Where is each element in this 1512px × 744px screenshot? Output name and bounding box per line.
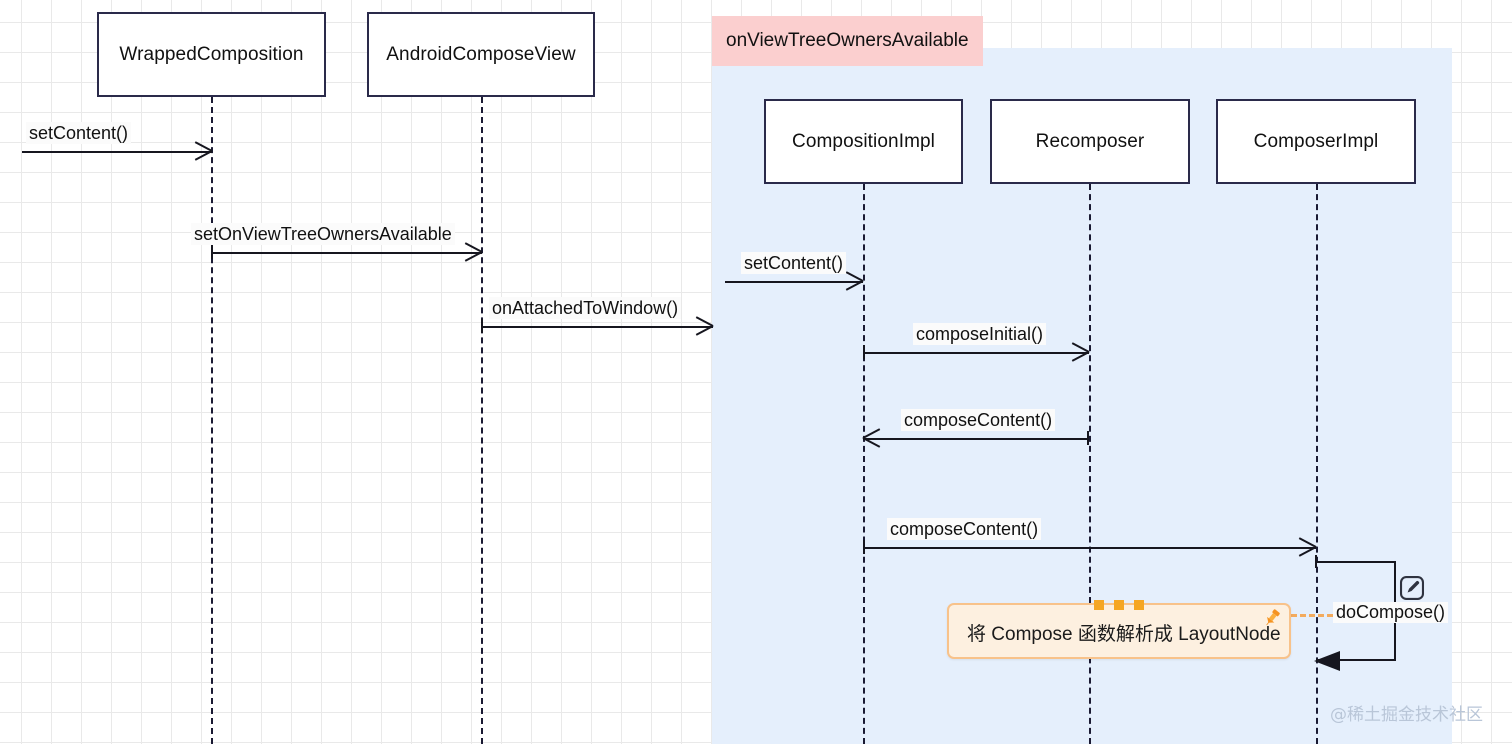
message-line bbox=[22, 151, 212, 153]
note-connector-line bbox=[1291, 614, 1333, 617]
arrowhead-left-icon bbox=[861, 426, 885, 450]
note-dot bbox=[1114, 600, 1124, 610]
message-label: setContent() bbox=[741, 252, 847, 274]
lifeline-android-compose-view[interactable] bbox=[481, 97, 483, 744]
arrowhead-right-icon bbox=[190, 139, 214, 163]
annotation-note[interactable]: 将 Compose 函数解析成 LayoutNode bbox=[947, 600, 1291, 659]
message-label: onAttachedToWindow() bbox=[489, 297, 682, 319]
arrowhead-solid-left-icon bbox=[1314, 651, 1340, 671]
selfcall-bottom-segment bbox=[1316, 659, 1396, 661]
message-label: composeContent() bbox=[901, 409, 1056, 431]
participant-wrapped-composition[interactable]: WrappedComposition bbox=[97, 12, 326, 97]
message-line bbox=[725, 281, 863, 283]
message-source-tick bbox=[1087, 431, 1089, 445]
arrowhead-right-icon bbox=[691, 314, 715, 338]
watermark: @稀土掘金技术社区 bbox=[1330, 705, 1483, 725]
message-line bbox=[863, 438, 1089, 440]
note-text: 将 Compose 函数解析成 LayoutNode bbox=[967, 623, 1281, 645]
fragment-label[interactable]: onViewTreeOwnersAvailable bbox=[712, 16, 983, 66]
message-source-tick bbox=[211, 245, 213, 259]
lifeline-composition-impl[interactable] bbox=[863, 184, 865, 744]
participant-android-compose-view[interactable]: AndroidComposeView bbox=[367, 12, 595, 97]
participant-label: AndroidComposeView bbox=[386, 43, 576, 65]
selfcall-top-segment bbox=[1316, 561, 1396, 563]
message-line bbox=[863, 547, 1316, 549]
message-label: composeInitial() bbox=[913, 323, 1047, 345]
participant-label: ComposerImpl bbox=[1253, 130, 1379, 152]
edit-pencil-icon[interactable] bbox=[1398, 574, 1426, 602]
message-label: setOnViewTreeOwnersAvailable bbox=[191, 223, 455, 245]
lifeline-recomposer[interactable] bbox=[1089, 184, 1091, 744]
message-line bbox=[481, 326, 713, 328]
pushpin-icon[interactable] bbox=[1261, 607, 1283, 629]
note-handle-dots[interactable] bbox=[1094, 600, 1144, 610]
message-label-docompose: doCompose() bbox=[1333, 602, 1449, 623]
participant-composition-impl[interactable]: CompositionImpl bbox=[764, 99, 963, 184]
participant-label: Recomposer bbox=[1035, 130, 1145, 152]
note-dot bbox=[1094, 600, 1104, 610]
message-line bbox=[863, 352, 1089, 354]
message-source-tick bbox=[863, 540, 865, 554]
arrowhead-right-icon bbox=[1067, 340, 1091, 364]
note-dot bbox=[1134, 600, 1144, 610]
arrowhead-right-icon bbox=[460, 240, 484, 264]
message-source-tick bbox=[481, 319, 483, 333]
lifeline-wrapped-composition[interactable] bbox=[211, 97, 213, 744]
message-label: setContent() bbox=[26, 122, 132, 144]
message-label: composeContent() bbox=[887, 518, 1042, 540]
message-source-tick bbox=[863, 345, 865, 359]
participant-label: CompositionImpl bbox=[792, 130, 935, 152]
participant-label: WrappedComposition bbox=[119, 43, 304, 65]
message-line bbox=[211, 252, 482, 254]
participant-recomposer[interactable]: Recomposer bbox=[990, 99, 1190, 184]
participant-composer-impl[interactable]: ComposerImpl bbox=[1216, 99, 1416, 184]
lifeline-composer-impl[interactable] bbox=[1316, 184, 1318, 744]
